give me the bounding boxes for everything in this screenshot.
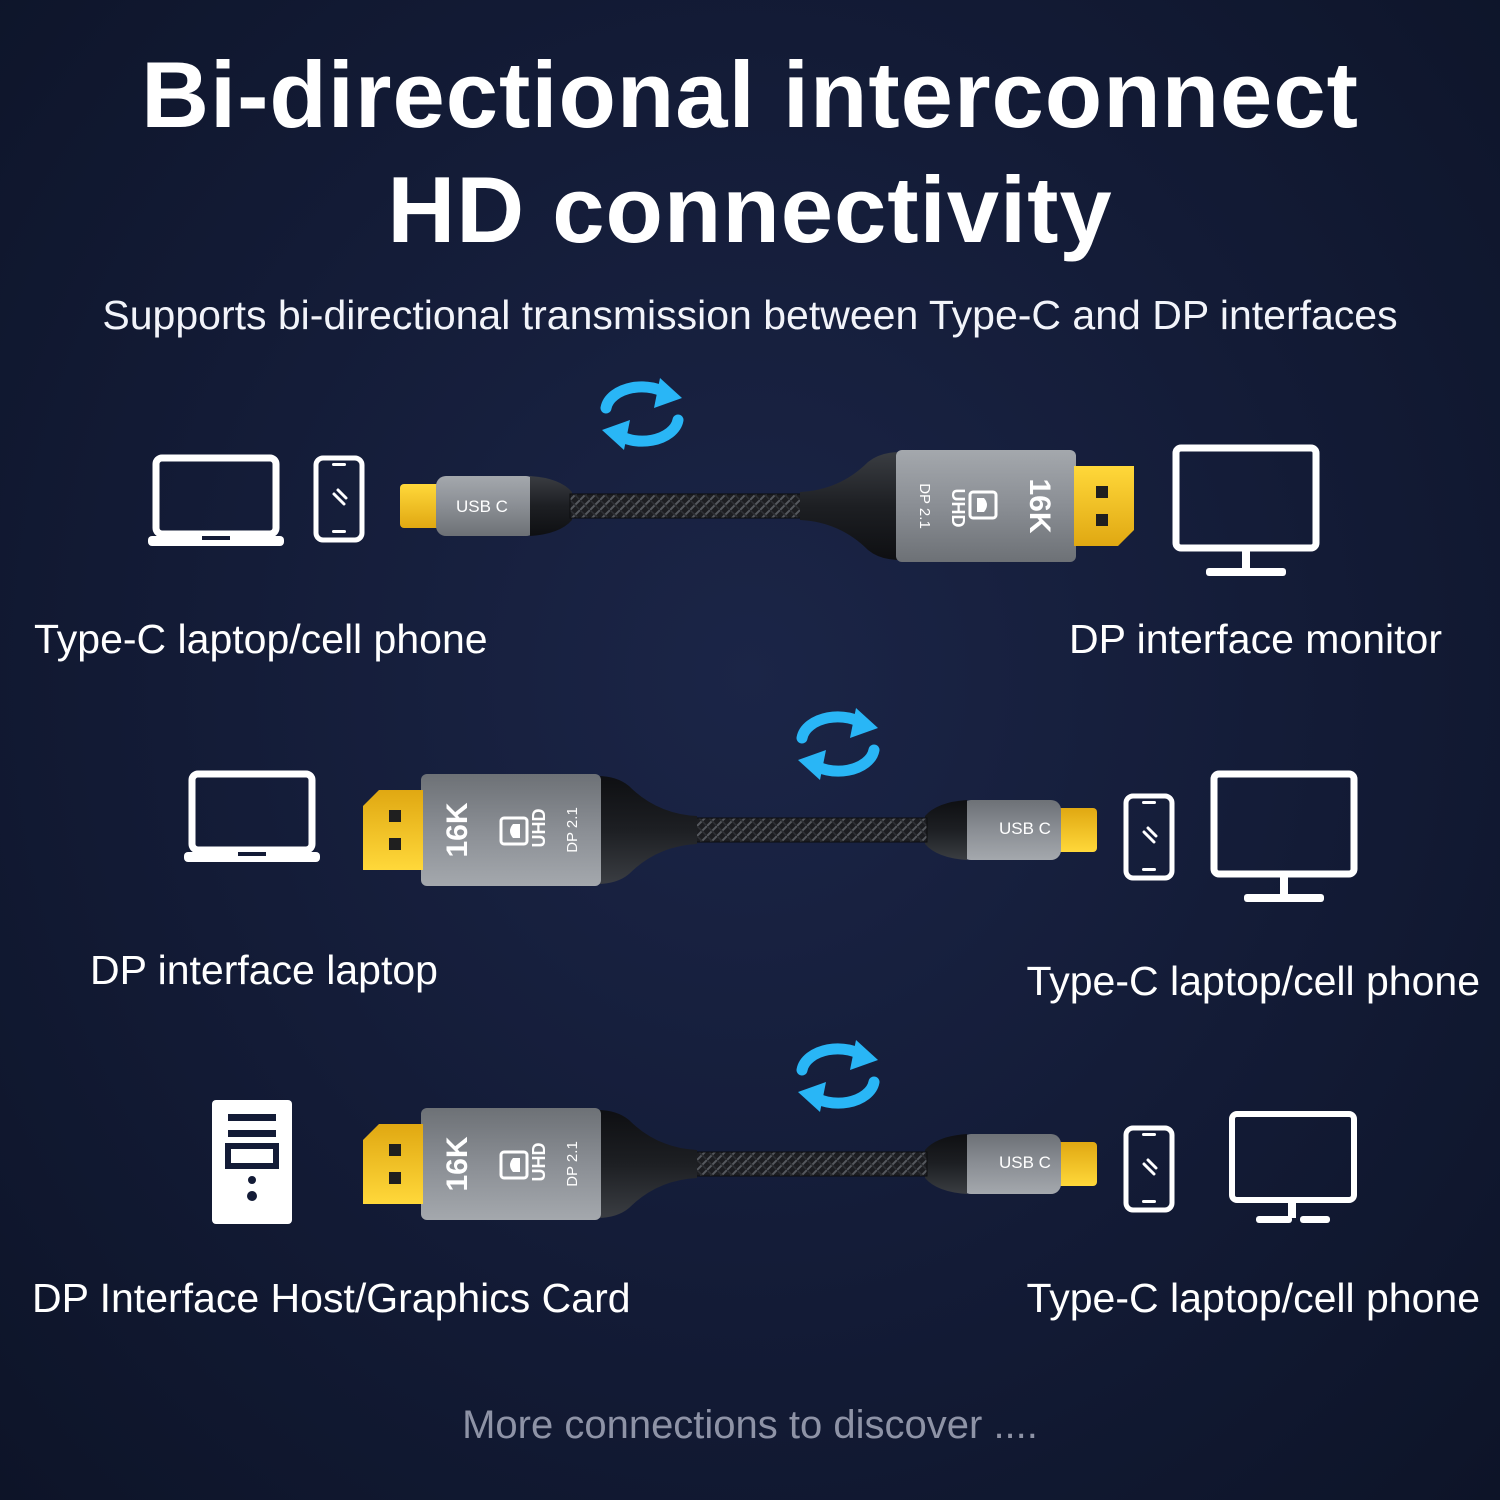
row-2-left-label: DP interface laptop [90,947,438,993]
row-2-right-label: Type-C laptop/cell phone [1026,958,1480,1004]
monitor-icon [1176,448,1316,576]
phone-icon [1126,796,1172,878]
page-title-line-2: HD connectivity [387,157,1113,262]
sync-arrows-icon [602,378,682,450]
dp-resolution-text: 16K [441,802,474,857]
dp-version-text: DP 2.1 [564,807,581,853]
laptop-icon [148,458,284,546]
usb-c-text: USB C [999,819,1051,838]
desktop-tower-icon [212,1100,292,1224]
row-1: USB C 16K UHD DP 2.1 [148,378,1316,576]
footer-text: More connections to discover .... [462,1403,1038,1447]
dp-uhd-text: UHD [529,1143,549,1182]
laptop-icon [184,774,320,862]
row-3-right-label: Type-C laptop/cell phone [1026,1275,1480,1321]
dp-to-usb-c-cable: USB C 16K UHD DP 2.1 [361,772,1099,888]
dp-uhd-text: UHD [529,809,549,848]
usb-c-text: USB C [456,497,508,516]
row-3: USB C 16K UHD DP 2.1 [212,1040,1357,1224]
phone-icon [1126,1128,1172,1210]
dp-resolution-text: 16K [1023,478,1056,533]
dp-uhd-text: UHD [948,489,968,528]
monitor-icon [1214,774,1354,902]
page-title-line-1: Bi-directional interconnect [141,42,1359,147]
dp-version-text: DP 2.1 [916,483,933,529]
phone-icon [316,458,362,540]
row-2: USB C 16K UHD DP 2.1 [184,708,1354,902]
sync-arrows-icon [798,1040,878,1112]
row-3-left-label: DP Interface Host/Graphics Card [32,1275,631,1321]
dp-to-usb-c-cable: USB C 16K UHD DP 2.1 [361,1106,1099,1222]
dp-version-text: DP 2.1 [564,1141,581,1187]
monitor-icon [1229,1111,1357,1223]
sync-arrows-icon [798,708,878,780]
page-subtitle: Supports bi-directional transmission bet… [102,292,1398,338]
row-1-left-label: Type-C laptop/cell phone [34,616,488,662]
dp-resolution-text: 16K [441,1136,474,1191]
usb-c-text: USB C [999,1153,1051,1172]
row-1-right-label: DP interface monitor [1069,616,1442,662]
